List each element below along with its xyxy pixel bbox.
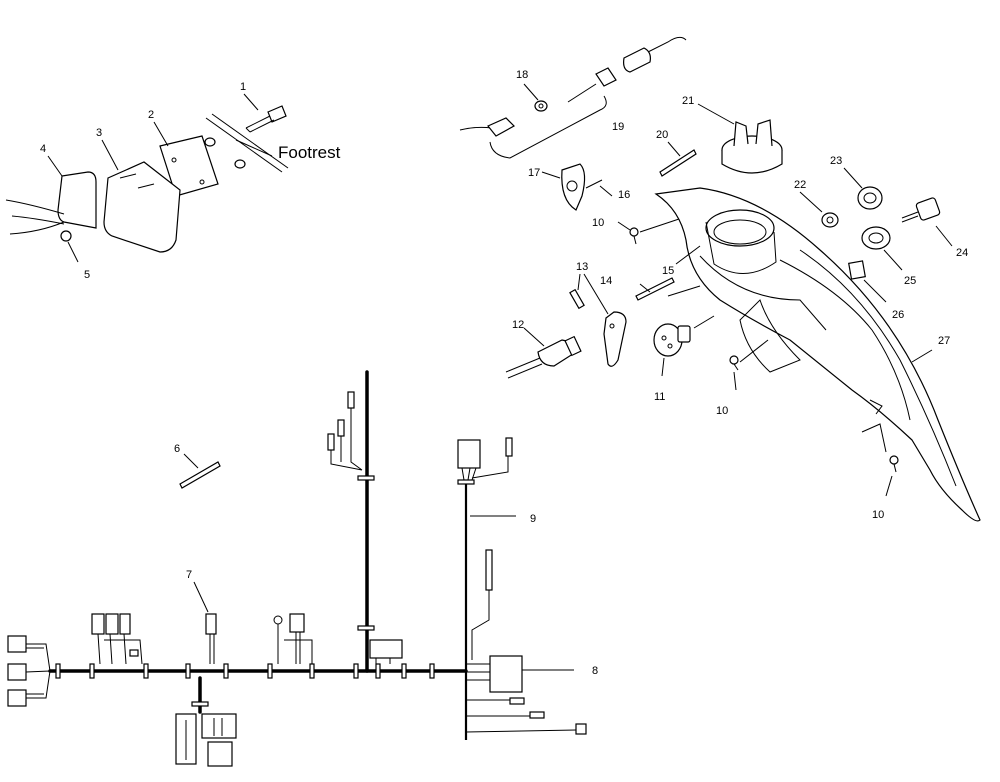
screw-part-10 [889,455,899,473]
footrest-assembly: 1 2 3 4 5 Footrest [5,81,341,281]
callout-24: 24 [956,247,968,259]
bezel-part-23 [857,186,883,210]
harness-connector-pair [273,613,313,664]
callout-3: 3 [96,127,102,139]
harness-clamps [55,475,475,707]
callout-18: 18 [516,69,528,81]
switch-part-11 [653,323,691,357]
screw-part-10 [629,227,639,245]
callout-9: 9 [530,513,536,525]
dash-housing-part-27 [654,187,981,522]
callout-7: 7 [186,569,192,581]
harness-connector-7 [205,613,217,664]
wiring-harness-part-7: 7 [7,370,598,767]
callout-20: 20 [656,129,668,141]
nut-part [595,67,617,87]
clip-part-26 [848,260,866,280]
harness-connector-top [327,391,363,471]
callout-10-lower: 10 [872,509,884,521]
light-socket-part-12 [505,335,582,379]
callout-11: 11 [654,391,665,403]
callout-13: 13 [576,261,588,273]
pin-part-13 [569,288,585,310]
harness-connector-bottom [175,713,237,767]
key-part-24 [901,197,941,223]
washer-part [234,159,246,169]
tie-strap-part-14 [635,277,675,301]
callout-2: 2 [148,109,154,121]
callout-25: 25 [904,275,916,287]
screw-part-10 [729,355,739,371]
callout-19: 19 [612,121,624,133]
harness-connector-right [465,549,587,735]
harness-connector-cluster [91,613,143,665]
switch-body-part [487,117,515,137]
grommet-part-22 [821,212,839,228]
callout-15: 15 [662,265,674,277]
tie-strap-part-20 [659,149,697,177]
harness-connector-left [7,635,51,707]
callout-5: 5 [84,269,90,281]
callout-8: 8 [592,665,598,677]
washer-part [204,137,216,147]
callout-23: 23 [830,155,842,167]
harness-connector-9 [457,437,513,481]
gauge-cup-part-21 [721,119,783,174]
callout-1: 1 [240,81,246,93]
grommet-part-25 [861,226,891,250]
footrest-label: Footrest [278,143,341,162]
callout-16: 16 [618,189,630,201]
callout-21: 21 [682,95,694,107]
clip-part-13 [603,311,627,367]
nut-part-5 [60,230,72,242]
harness-relay-block [369,639,403,664]
callout-27: 27 [938,335,950,347]
callout-12: 12 [512,319,524,331]
bracket-part-4 [57,171,97,229]
callout-26: 26 [892,309,904,321]
housing-opening [705,209,775,247]
housing-part-3 [103,161,181,253]
tie-strap-part-6: 6 [174,443,221,489]
bracket-part-17 [561,163,586,211]
socket-part [623,47,651,73]
callout-22: 22 [794,179,806,191]
washer-part-18 [534,100,548,112]
callout-17: 17 [528,167,540,179]
callout-6: 6 [174,443,180,455]
dash-housing-assembly: 18 19 20 21 17 16 10 [459,36,981,522]
callout-10-middle: 10 [716,405,728,417]
bolt-part-1 [245,105,287,133]
callout-10-upper: 10 [592,217,604,229]
callout-4: 4 [40,143,46,155]
callout-14: 14 [600,275,612,287]
